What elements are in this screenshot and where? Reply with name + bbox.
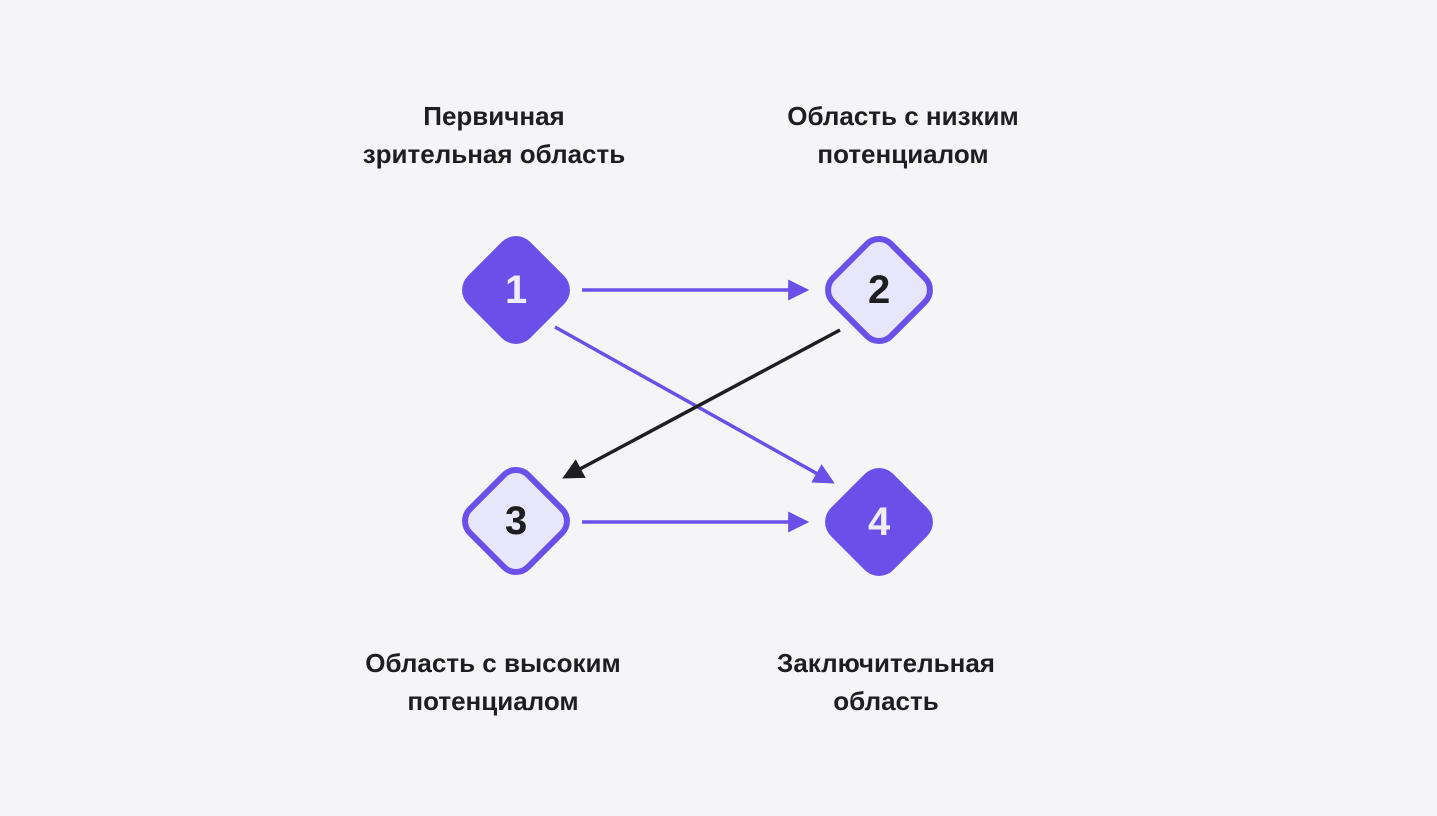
- node-2-number: 2: [867, 268, 891, 312]
- label-line: зрительная область: [362, 139, 626, 169]
- label-line: область: [833, 686, 939, 716]
- label-line: потенциалом: [817, 139, 989, 169]
- label-high-potential-area: Область с высоким потенциалом: [365, 644, 620, 720]
- label-low-potential-area: Область с низким потенциалом: [787, 97, 1019, 173]
- edge-arrow-1-to-4: [554, 325, 835, 484]
- node-4-number: 4: [867, 500, 891, 544]
- label-line: Первичная: [423, 101, 565, 131]
- label-primary-visual-area: Первичная зрительная область: [363, 97, 626, 173]
- label-line: потенциалом: [407, 686, 579, 716]
- label-line: Область с низким: [787, 101, 1019, 131]
- label-line: Область с высоким: [365, 648, 621, 678]
- label-line: Заключительная: [777, 648, 995, 678]
- node-1-number: 1: [504, 268, 528, 312]
- edge-arrow-2-to-3: [562, 328, 841, 479]
- node-3-number: 3: [504, 499, 528, 543]
- label-final-area: Заключительная область: [777, 644, 995, 720]
